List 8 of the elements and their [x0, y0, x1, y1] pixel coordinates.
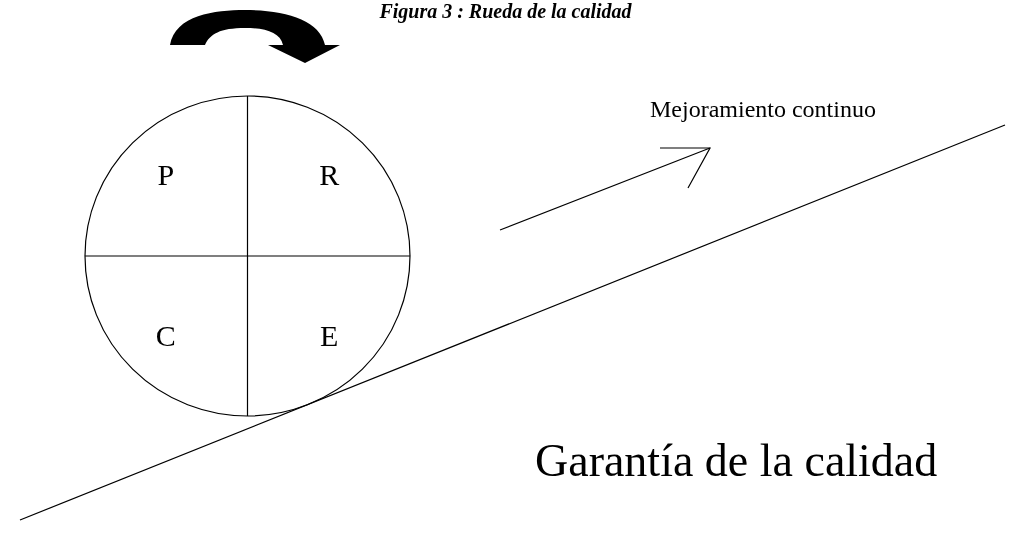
slope-caption: Garantía de la calidad — [535, 436, 938, 487]
quadrant-letter: C — [133, 304, 199, 369]
quadrant-letter: R — [296, 143, 362, 208]
wheel-circle — [84, 95, 411, 417]
figure-title: Figura 3 : Rueda de la calidad — [378, 0, 633, 22]
quadrant-letter: P — [133, 143, 199, 208]
arrow-caption: Mejoramiento continuo — [650, 96, 876, 123]
quadrant-letter: E — [296, 304, 362, 369]
